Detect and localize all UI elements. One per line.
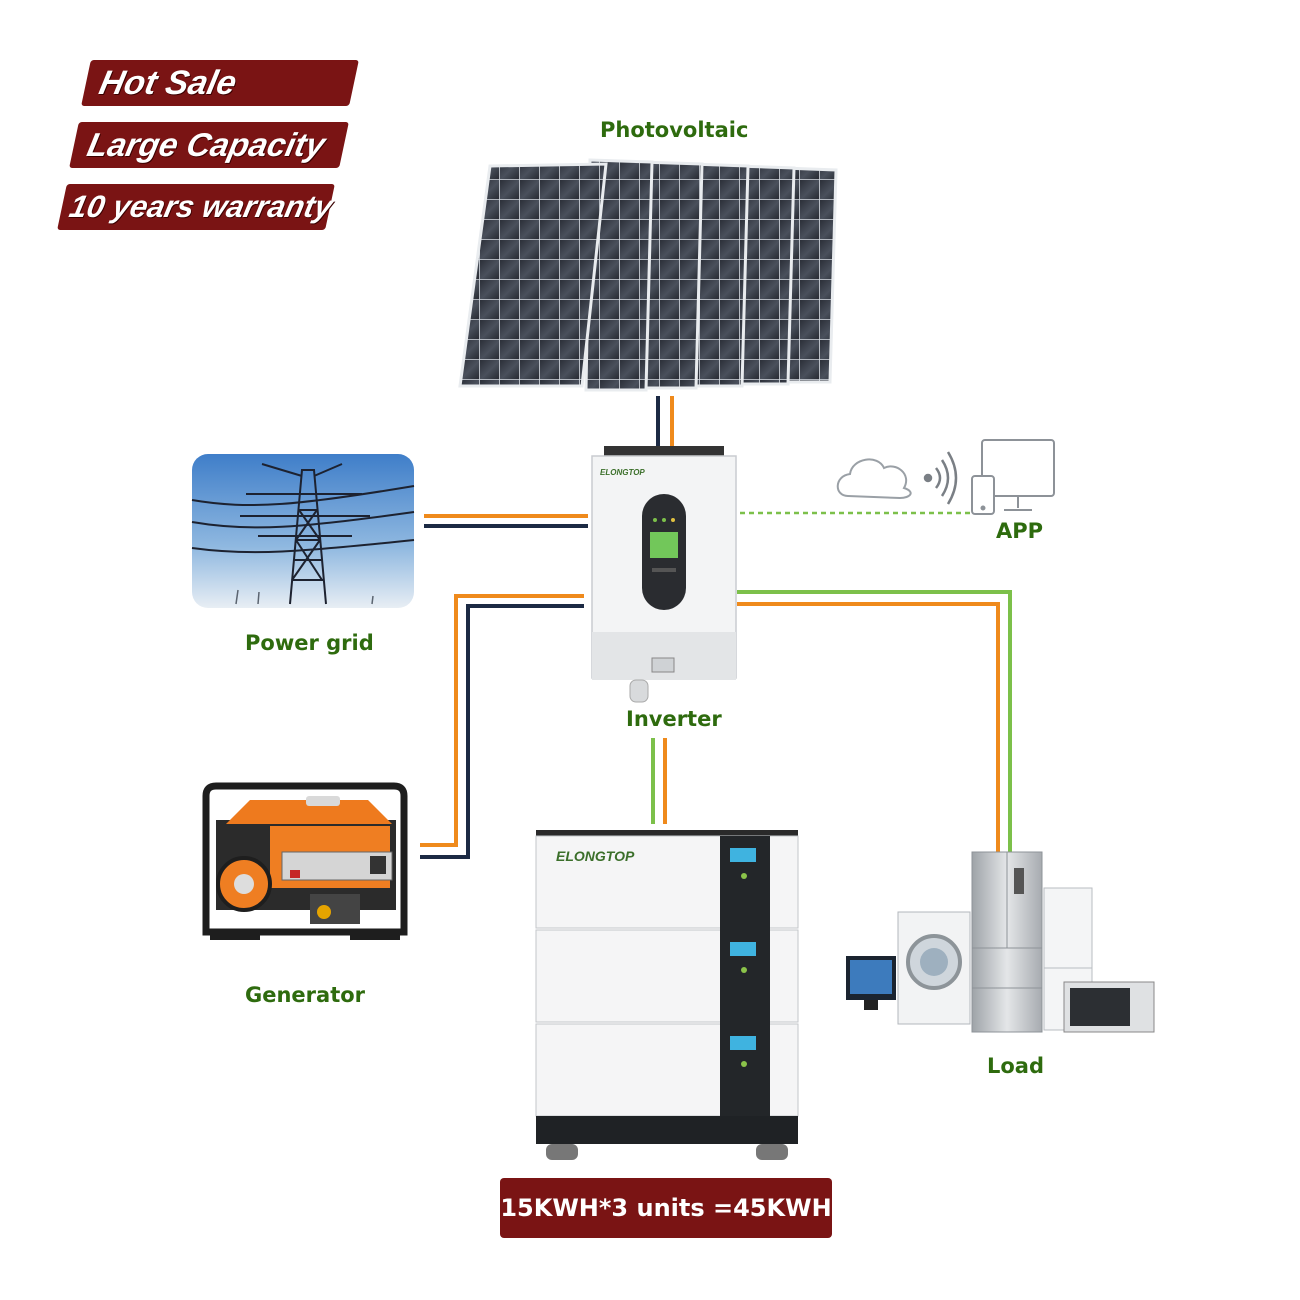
capacity-banner: 15KWH*3 units =45KWH: [500, 1178, 832, 1238]
wires: [420, 396, 1012, 859]
badge-large-capacity-text: Large Capacity: [84, 126, 329, 163]
label-inverter: Inverter: [626, 707, 722, 731]
label-power-grid: Power grid: [245, 631, 374, 655]
phone-icon: [971, 475, 995, 515]
power-grid-image: [191, 454, 415, 608]
capacity-text: 15KWH*3 units =45KWH: [500, 1194, 832, 1222]
cloud-icon: [836, 458, 912, 500]
badge-warranty-text: 10 years warranty: [66, 189, 336, 224]
battery-stack: [535, 830, 799, 1160]
label-generator: Generator: [245, 983, 366, 1007]
label-load: Load: [987, 1054, 1045, 1078]
inverter-brand: ELONGTOP: [600, 468, 645, 477]
badge-hot-sale-text: Hot Sale: [95, 64, 241, 102]
badge-large-capacity: Large Capacity: [69, 122, 349, 168]
battery-brand: ELONGTOP: [556, 848, 635, 864]
wifi-icon: [923, 451, 958, 505]
appliances-image: [846, 851, 1155, 1033]
badge-warranty: 10 years warranty: [57, 184, 336, 230]
inverter-device: [591, 446, 737, 703]
generator-image: [202, 782, 408, 940]
label-photovoltaic: Photovoltaic: [600, 118, 749, 142]
solar-panels-icon: [458, 158, 838, 392]
label-app: APP: [996, 519, 1044, 543]
monitor-icon: [981, 439, 1055, 511]
badge-hot-sale: Hot Sale: [81, 60, 359, 106]
